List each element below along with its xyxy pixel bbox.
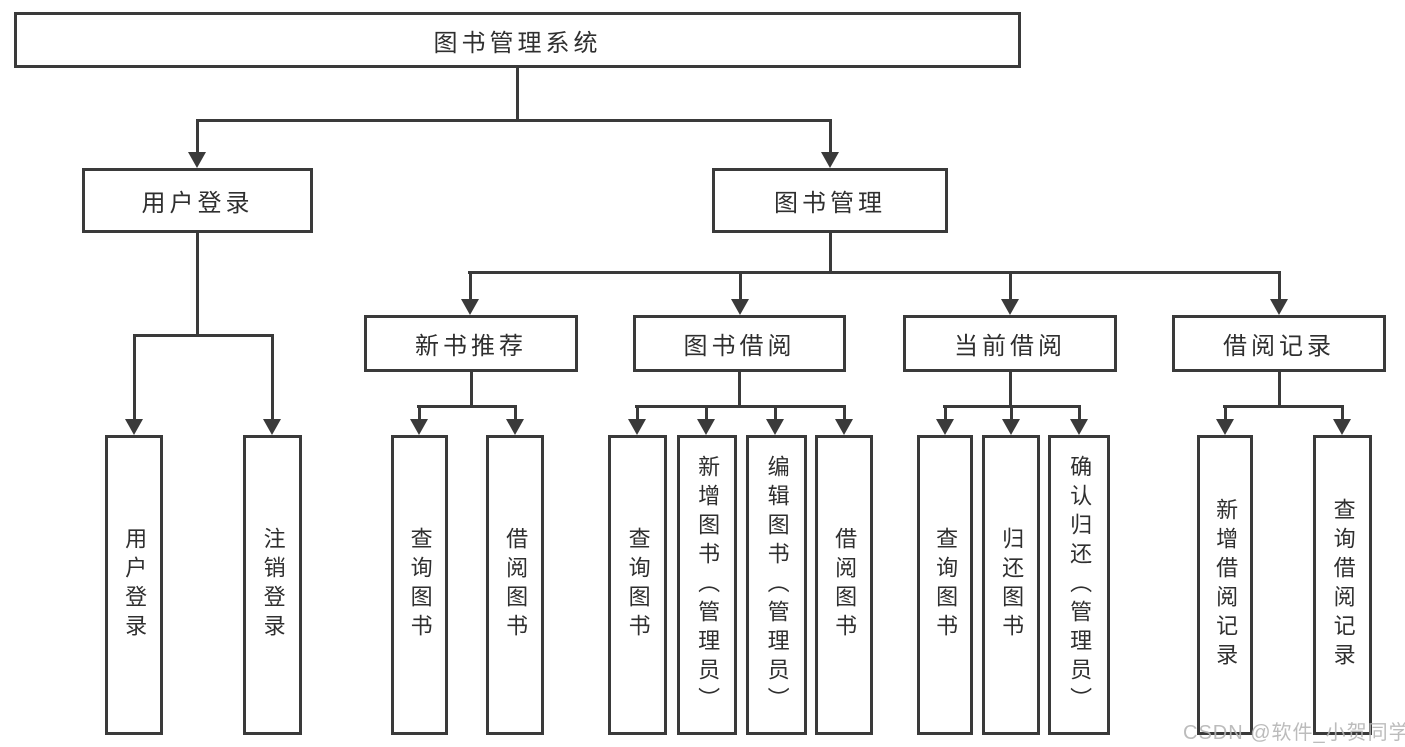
leaf-return-book: 归还图书 <box>982 435 1040 735</box>
connector-line <box>271 334 274 421</box>
leaf-user-login-label: 用户登录 <box>122 527 148 643</box>
node-new-book-recommend: 新书推荐 <box>364 315 578 372</box>
arrowhead-down-icon <box>1270 299 1288 315</box>
connector-line <box>196 119 199 156</box>
leaf-query-borrow-record: 查询借阅记录 <box>1313 435 1372 735</box>
connector-line <box>469 271 472 301</box>
leaf-query-books-current: 查询图书 <box>917 435 973 735</box>
node-book-borrowing: 图书借阅 <box>633 315 846 372</box>
connector-line <box>514 405 517 421</box>
connector-line <box>1278 372 1281 408</box>
arrowhead-down-icon <box>835 419 853 435</box>
node-borrowing-records: 借阅记录 <box>1172 315 1386 372</box>
arrowhead-down-icon <box>461 299 479 315</box>
arrowhead-down-icon <box>125 419 143 435</box>
leaf-logout-label: 注销登录 <box>260 527 286 643</box>
leaf-logout: 注销登录 <box>243 435 302 735</box>
leaf-query-books-borrowing: 查询图书 <box>608 435 667 735</box>
arrowhead-down-icon <box>1002 419 1020 435</box>
leaf-query-books-recommend-label: 查询图书 <box>407 527 433 643</box>
connector-line <box>843 405 846 421</box>
node-root-label: 图书管理系统 <box>433 29 602 57</box>
connector-line <box>774 405 777 421</box>
leaf-return-book-label: 归还图书 <box>999 527 1025 643</box>
leaf-edit-book-admin-label: 编辑图书（管理员） <box>764 454 790 716</box>
connector-line <box>196 119 832 122</box>
connector-line <box>133 334 274 337</box>
leaf-confirm-return-admin-label: 确认归还（管理员） <box>1067 454 1093 716</box>
leaf-query-books-current-label: 查询图书 <box>933 527 959 643</box>
connector-line <box>944 405 947 421</box>
connector-line <box>635 405 846 408</box>
node-new-book-recommend-label: 新书推荐 <box>415 333 527 360</box>
arrowhead-down-icon <box>1216 419 1234 435</box>
arrowhead-down-icon <box>263 419 281 435</box>
connector-line <box>1278 271 1281 301</box>
leaf-edit-book-admin: 编辑图书（管理员） <box>746 435 807 735</box>
leaf-add-borrow-record-label: 新增借阅记录 <box>1213 498 1239 672</box>
leaf-query-books-borrowing-label: 查询图书 <box>625 527 651 643</box>
leaf-borrow-books-recommend: 借阅图书 <box>486 435 544 735</box>
connector-line <box>133 334 136 421</box>
arrowhead-down-icon <box>1333 419 1351 435</box>
connector-line <box>636 405 639 421</box>
arrowhead-down-icon <box>936 419 954 435</box>
leaf-borrow-books-recommend-label: 借阅图书 <box>503 527 529 643</box>
node-user-login: 用户登录 <box>82 168 313 233</box>
arrowhead-down-icon <box>628 419 646 435</box>
leaf-borrow-books-borrowing-label: 借阅图书 <box>832 527 858 643</box>
csdn-watermark: CSDN @软件_小贺同学 <box>1183 722 1405 744</box>
arrowhead-down-icon <box>410 419 428 435</box>
connector-line <box>196 232 199 337</box>
node-borrowing-records-label: 借阅记录 <box>1223 333 1335 360</box>
connector-line <box>1224 405 1227 421</box>
connector-line <box>1009 271 1012 301</box>
connector-line <box>739 271 742 301</box>
connector-line <box>1341 405 1344 421</box>
connector-line <box>1078 405 1081 421</box>
connector-line <box>1010 405 1013 421</box>
leaf-query-borrow-record-label: 查询借阅记录 <box>1330 498 1356 672</box>
node-book-management: 图书管理 <box>712 168 948 233</box>
arrowhead-down-icon <box>506 419 524 435</box>
arrowhead-down-icon <box>731 299 749 315</box>
connector-line <box>418 405 421 421</box>
connector-line <box>417 405 517 408</box>
arrowhead-down-icon <box>821 152 839 168</box>
connector-line <box>705 405 708 421</box>
connector-line <box>468 271 1281 274</box>
node-current-borrowing-label: 当前借阅 <box>954 333 1066 360</box>
leaf-borrow-books-borrowing: 借阅图书 <box>815 435 873 735</box>
connector-line <box>738 372 741 408</box>
arrowhead-down-icon <box>188 152 206 168</box>
leaf-query-books-recommend: 查询图书 <box>391 435 448 735</box>
node-current-borrowing: 当前借阅 <box>903 315 1117 372</box>
connector-line <box>516 68 519 122</box>
node-user-login-label: 用户登录 <box>141 190 254 217</box>
connector-line <box>1009 372 1012 408</box>
leaf-confirm-return-admin: 确认归还（管理员） <box>1048 435 1110 735</box>
node-root: 图书管理系统 <box>14 12 1021 68</box>
leaf-add-book-admin: 新增图书（管理员） <box>677 435 737 735</box>
arrowhead-down-icon <box>1001 299 1019 315</box>
leaf-add-borrow-record: 新增借阅记录 <box>1197 435 1253 735</box>
arrowhead-down-icon <box>1070 419 1088 435</box>
arrowhead-down-icon <box>697 419 715 435</box>
connector-line <box>1223 405 1344 408</box>
connector-line <box>829 119 832 156</box>
leaf-user-login: 用户登录 <box>105 435 163 735</box>
node-book-management-label: 图书管理 <box>774 190 886 217</box>
connector-line <box>470 372 473 408</box>
arrowhead-down-icon <box>766 419 784 435</box>
connector-line <box>829 232 832 274</box>
leaf-add-book-admin-label: 新增图书（管理员） <box>695 454 721 716</box>
node-book-borrowing-label: 图书借阅 <box>683 333 796 360</box>
